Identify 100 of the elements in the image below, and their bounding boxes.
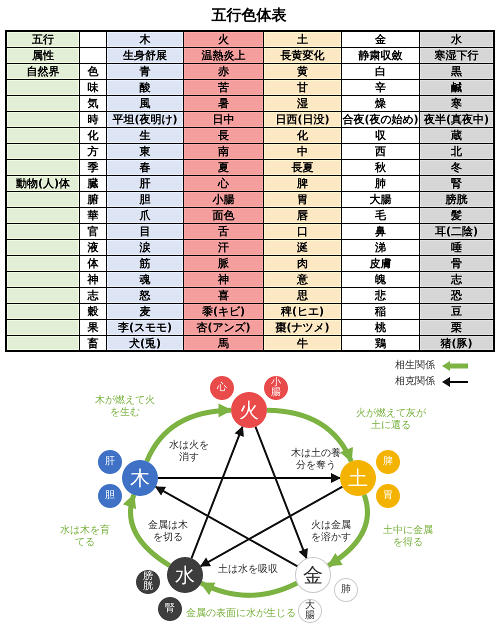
table-cell: 果 <box>80 320 107 336</box>
table-cell: 鶏 <box>342 336 420 352</box>
table-cell: 合夜(夜の始め) <box>342 112 420 128</box>
table-cell: 動物(人)体 <box>7 176 80 192</box>
table-cell: 長夏 <box>264 160 342 176</box>
arrow <box>124 494 172 568</box>
table-cell: 神 <box>80 272 107 288</box>
table-cell: 肺 <box>342 176 420 192</box>
edge-label: 土は水を吸収 <box>217 564 279 576</box>
table-cell: 口 <box>264 224 342 240</box>
edge-label: 土中に金属を得る <box>382 525 434 549</box>
table-cell: 夜半(真夜中) <box>420 112 495 128</box>
arrow <box>154 486 298 568</box>
arrow <box>266 408 354 463</box>
table-cell: 西 <box>342 144 420 160</box>
arrow <box>200 486 343 568</box>
table-cell: 苦 <box>184 80 264 96</box>
table-cell: 犬(兎) <box>107 336 184 352</box>
table-cell: 稗(ヒエ) <box>264 304 342 320</box>
edge-label: 金属は木を切る <box>147 520 189 544</box>
table-cell: 魄 <box>342 272 420 288</box>
table-cell: 南 <box>184 144 264 160</box>
table-cell: 馬 <box>184 336 264 352</box>
table-cell: 穀 <box>80 304 107 320</box>
table-cell: 中 <box>264 144 342 160</box>
table-cell: 畜 <box>80 336 107 352</box>
table-cell: 属性 <box>7 48 80 64</box>
table-cell: 夏 <box>184 160 264 176</box>
table-cell: 黒 <box>420 64 495 80</box>
table-cell: 志 <box>80 288 107 304</box>
table-cell: 魂 <box>107 272 184 288</box>
table-cell: 青 <box>107 64 184 80</box>
table-cell: 鹹 <box>420 80 495 96</box>
table-cell: 甘 <box>264 80 342 96</box>
table-cell: 湿 <box>264 96 342 112</box>
table-cell: 化 <box>80 128 107 144</box>
edge-label: 火が燃えて灰が土に還る <box>355 408 427 432</box>
legend-label: 相生関係 <box>395 360 435 372</box>
table-cell: 火 <box>184 32 264 48</box>
table-cell: 日中 <box>184 112 264 128</box>
table-cell: 皮膚 <box>342 256 420 272</box>
table-cell: 暑 <box>184 96 264 112</box>
table-cell: 季 <box>80 160 107 176</box>
title: 五行色体表 <box>210 5 288 26</box>
table-cell: 脾 <box>264 176 342 192</box>
table-cell: 体 <box>80 256 107 272</box>
edge-label: 水は火を消す <box>168 440 210 464</box>
table-cell: 収 <box>342 128 420 144</box>
table-cell: 白 <box>342 64 420 80</box>
table-cell: 肝 <box>107 176 184 192</box>
edge-label: 水は木を育てる <box>60 525 110 549</box>
table-cell: 酸 <box>107 80 184 96</box>
table-cell: 化 <box>264 128 342 144</box>
table-cell: 爪 <box>107 208 184 224</box>
table-cell: 腑 <box>80 192 107 208</box>
table-cell: 日西(日没) <box>264 112 342 128</box>
arrow <box>200 580 298 598</box>
table-cell: 牛 <box>264 336 342 352</box>
table-cell: 涕 <box>342 240 420 256</box>
edge-label: 金属の表面に水が生じる <box>186 608 296 620</box>
table-cell: 風 <box>107 96 184 112</box>
table-cell: 静粛収斂 <box>342 48 420 64</box>
table-cell: 麦 <box>107 304 184 320</box>
table-cell: 長黄変化 <box>264 48 342 64</box>
table-cell: 東 <box>107 144 184 160</box>
table-cell: 猪(豚) <box>420 336 495 352</box>
table-cell: 志 <box>420 272 495 288</box>
table-cell: 土 <box>264 32 342 48</box>
table-cell: 骨 <box>420 256 495 272</box>
table-cell: 春 <box>107 160 184 176</box>
table-cell: 栗 <box>420 320 495 336</box>
table-cell: 燥 <box>342 96 420 112</box>
table-cell: 色 <box>80 64 107 80</box>
table-cell: 唇 <box>264 208 342 224</box>
arrow <box>326 494 370 568</box>
table-cell: 秋 <box>342 160 420 176</box>
table-cell: 北 <box>420 144 495 160</box>
table-cell: 怒 <box>107 288 184 304</box>
table-cell: 五行 <box>7 32 80 48</box>
table-cell: 脈 <box>184 256 264 272</box>
table-cell: 膀胱 <box>420 192 495 208</box>
table-cell: 味 <box>80 80 107 96</box>
table-cell: 長 <box>184 128 264 144</box>
table-cell: 豆 <box>420 304 495 320</box>
table-cell: 耳(二陰) <box>420 224 495 240</box>
table-cell: 心 <box>184 176 264 192</box>
table-cell: 鼻 <box>342 224 420 240</box>
table-cell: 恐 <box>420 288 495 304</box>
table-cell: 舌 <box>184 224 264 240</box>
legend-label: 相克関係 <box>395 376 435 388</box>
table-cell: 胆 <box>107 192 184 208</box>
table-cell: 木 <box>107 32 184 48</box>
table-cell: 涙 <box>107 240 184 256</box>
table-cell: 寒湿下行 <box>420 48 495 64</box>
table-cell: 小腸 <box>184 192 264 208</box>
table-cell: 赤 <box>184 64 264 80</box>
table-cell: 髪 <box>420 208 495 224</box>
table-cell: 汗 <box>184 240 264 256</box>
table-cell: 液 <box>80 240 107 256</box>
table-cell: 桃 <box>342 320 420 336</box>
